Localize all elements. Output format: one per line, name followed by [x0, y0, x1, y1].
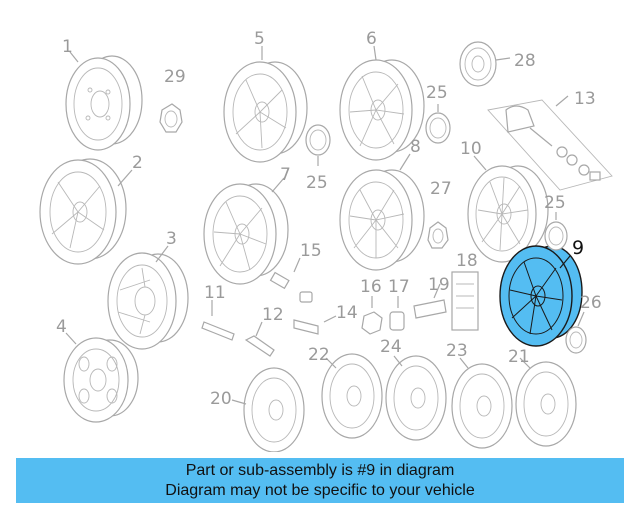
part-1-steel-wheel[interactable] — [65, 51, 143, 151]
part-20-hubcap[interactable] — [231, 367, 305, 452]
label-3: 3 — [166, 229, 177, 249]
banner-line-1: Part or sub-assembly is #9 in diagram — [185, 462, 455, 479]
label-13: 13 — [574, 89, 596, 109]
label-22: 22 — [308, 345, 330, 365]
label-11: 11 — [204, 283, 226, 303]
label-14: 14 — [336, 303, 358, 323]
label-23: 23 — [446, 341, 468, 361]
label-29: 29 — [164, 67, 186, 87]
label-12: 12 — [262, 305, 284, 325]
label-10: 10 — [460, 139, 482, 159]
part-7-alloy-wheel[interactable] — [203, 177, 289, 285]
info-banner: Part or sub-assembly is #9 in diagram Di… — [16, 458, 624, 503]
part-28-hub-cap[interactable] — [459, 41, 511, 87]
label-7: 7 — [280, 165, 291, 185]
part-3-wheel[interactable] — [107, 245, 189, 350]
label-21: 21 — [508, 347, 530, 367]
part-24-hubcap[interactable] — [385, 355, 447, 441]
label-27: 27 — [430, 179, 452, 199]
banner-line-2: Diagram may not be specific to your vehi… — [165, 482, 475, 499]
label-5: 5 — [254, 29, 265, 49]
part-11-bolt[interactable] — [201, 300, 235, 341]
part-26-center-cap[interactable] — [565, 311, 587, 354]
part-14-bolt[interactable] — [293, 315, 337, 335]
part-5-alloy-wheel[interactable] — [223, 46, 308, 163]
part-23-hubcap[interactable] — [451, 357, 513, 449]
label-25-a: 25 — [306, 173, 328, 193]
label-25-c: 25 — [544, 193, 566, 213]
label-2: 2 — [132, 153, 143, 173]
label-15: 15 — [300, 241, 322, 261]
part-21-hubcap[interactable] — [515, 357, 577, 447]
part-12-valve[interactable] — [244, 321, 275, 357]
part-19-weight[interactable] — [413, 283, 447, 319]
label-25-b: 25 — [426, 83, 448, 103]
part-18-label[interactable] — [451, 271, 479, 331]
part-13-tpms-kit[interactable] — [487, 95, 613, 191]
label-24: 24 — [380, 337, 402, 357]
label-18: 18 — [456, 251, 478, 271]
part-15-bolts[interactable] — [269, 257, 313, 303]
part-25-emblem-cap-c[interactable] — [544, 212, 568, 251]
part-25-emblem-cap-b[interactable] — [425, 104, 451, 144]
part-29-center-cap[interactable] — [159, 103, 183, 133]
label-19: 19 — [428, 275, 450, 295]
part-4-wheel[interactable] — [63, 332, 139, 423]
part-8-alloy-wheel[interactable] — [339, 153, 425, 271]
label-8: 8 — [410, 137, 421, 157]
part-25-emblem-cap[interactable] — [305, 124, 331, 166]
part-22-hubcap[interactable] — [321, 353, 383, 439]
label-26: 26 — [580, 293, 602, 313]
label-6: 6 — [366, 29, 377, 49]
part-17-lock-nut[interactable] — [389, 296, 405, 331]
label-20: 20 — [210, 389, 232, 409]
part-6-alloy-wheel[interactable] — [339, 45, 425, 161]
part-16-nut[interactable] — [361, 296, 383, 335]
label-4: 4 — [56, 317, 67, 337]
label-16: 16 — [360, 277, 382, 297]
label-1: 1 — [62, 37, 73, 57]
label-28: 28 — [514, 51, 536, 71]
part-27-center-cap[interactable] — [427, 221, 449, 249]
part-2-alloy-wheel[interactable] — [39, 158, 133, 265]
label-9: 9 — [572, 237, 584, 259]
part-9-highlighted-wheel[interactable] — [499, 245, 583, 347]
parts-diagram: 1 2 3 4 5 6 7 8 9 10 11 12 13 14 15 16 1… — [39, 29, 613, 452]
part-10-alloy-wheel[interactable] — [467, 155, 549, 263]
label-17: 17 — [388, 277, 410, 297]
